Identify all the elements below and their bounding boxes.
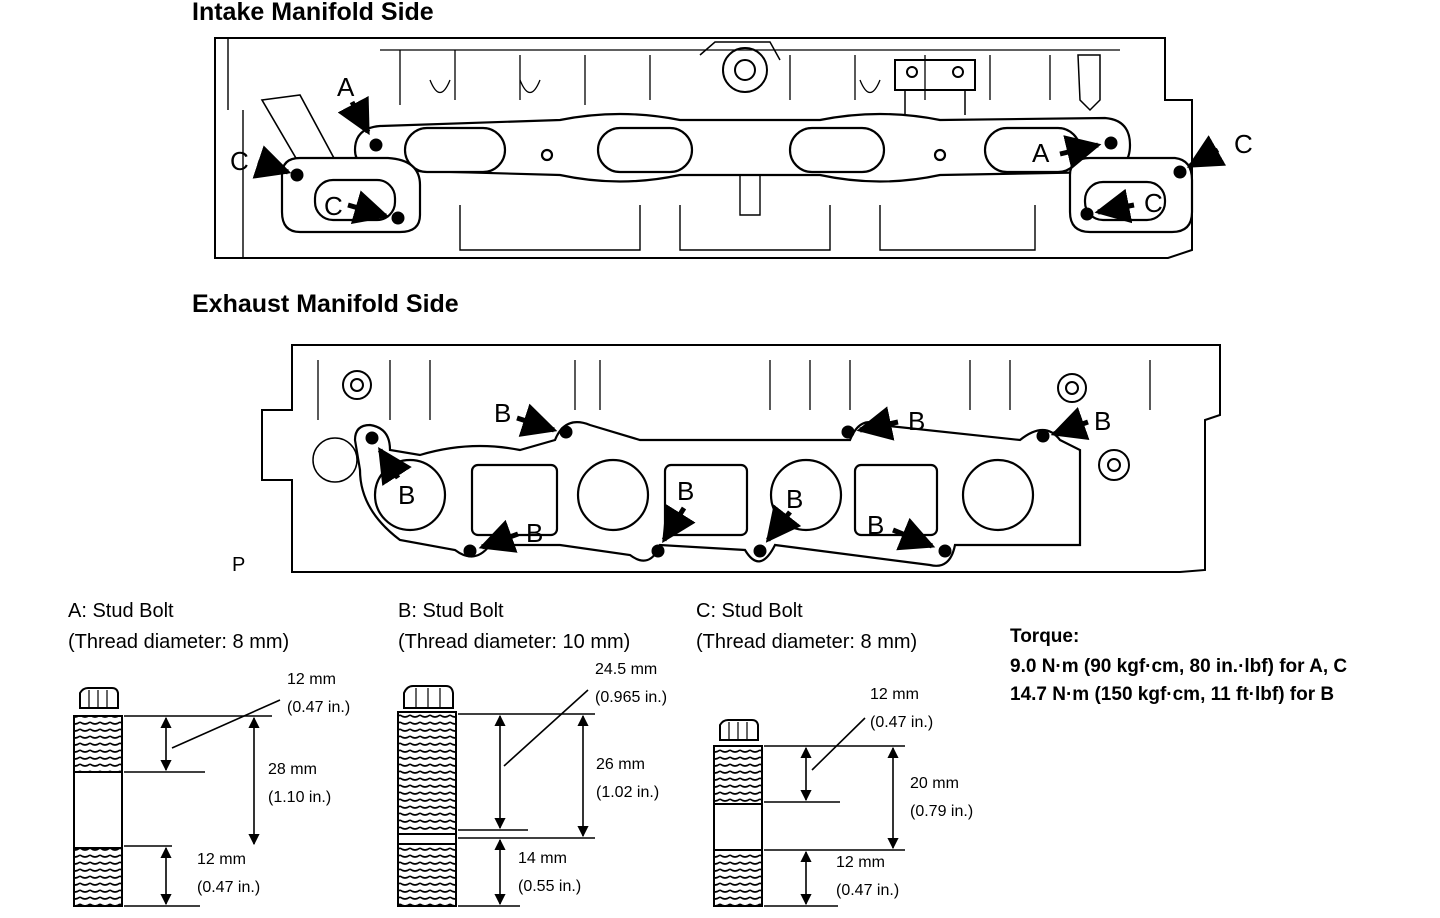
stud-c-spec: (Thread diameter: 8 mm): [696, 631, 918, 653]
stud-bolt-a-drawing: [73, 687, 123, 907]
callout-p: P: [232, 554, 246, 576]
callout-c-lower-left: C: [324, 191, 343, 221]
stud-b-top-mm: 24.5 mm: [595, 661, 658, 678]
stud-a-bottom-mm: 12 mm: [197, 851, 246, 868]
torque-label: Torque:: [1010, 626, 1080, 647]
stud-b-dot-6: [651, 544, 665, 558]
stud-b-dot-2: [559, 425, 573, 439]
stud-b-dot-7: [753, 544, 767, 558]
stud-b-dot-3: [841, 425, 855, 439]
callout-b-2: B: [494, 398, 512, 428]
callout-a-right: A: [1032, 138, 1050, 168]
stud-c-upper-right-dot: [1173, 165, 1187, 179]
stud-bolt-c-drawing: [713, 719, 763, 907]
stud-a-total-in: (1.10 in.): [268, 789, 332, 806]
stud-c-bottom-mm: 12 mm: [836, 854, 885, 871]
stud-a-title: A: Stud Bolt: [68, 600, 174, 622]
stud-a-top-mm: 12 mm: [287, 671, 336, 688]
callout-c-upper-left: C: [230, 146, 249, 176]
stud-a-top-in: (0.47 in.): [287, 699, 351, 716]
stud-a-spec: (Thread diameter: 8 mm): [68, 631, 290, 653]
exhaust-cylinder-head: [261, 344, 1221, 573]
exhaust-stud-markers: [365, 403, 1090, 558]
stud-b-dot-1: [365, 431, 379, 445]
stud-a-total-mm: 28 mm: [268, 761, 317, 778]
stud-c-top-in: (0.47 in.): [870, 714, 934, 731]
torque-spec-a-c: 9.0 N·m (90 kgf·cm, 80 in.·lbf) for A, C: [1010, 656, 1348, 677]
stud-b-dot-8: [938, 544, 952, 558]
stud-c-total-in: (0.79 in.): [910, 803, 974, 820]
stud-a-left-dot: [369, 138, 383, 152]
stud-c-lower-left-dot: [391, 211, 405, 225]
callout-c-lower-right: C: [1144, 188, 1163, 218]
callout-b-3: B: [908, 406, 926, 436]
callout-a-left: A: [337, 72, 355, 102]
stud-bolt-c-dimensions: [764, 717, 905, 907]
stud-b-dot-4: [1036, 429, 1050, 443]
intake-gasket: [280, 112, 1194, 234]
callout-b-7: B: [786, 484, 804, 514]
callout-b-1: B: [398, 480, 416, 510]
intake-cylinder-head: [214, 37, 1193, 259]
stud-b-top-in: (0.965 in.): [595, 689, 668, 706]
stud-bolt-b-drawing: [397, 685, 457, 907]
stud-b-bottom-mm: 14 mm: [518, 850, 567, 867]
stud-c-total-mm: 20 mm: [910, 775, 959, 792]
stud-bolt-a-dimensions: [124, 699, 281, 907]
stud-b-spec: (Thread diameter: 10 mm): [398, 631, 631, 653]
exhaust-side-heading: Exhaust Manifold Side: [192, 290, 459, 318]
torque-spec-b: 14.7 N·m (150 kgf·cm, 11 ft·lbf) for B: [1010, 684, 1335, 705]
stud-c-bottom-in: (0.47 in.): [836, 882, 900, 899]
intake-side-heading: Intake Manifold Side: [192, 0, 434, 26]
callout-b-8: B: [867, 510, 885, 540]
callout-b-4: B: [1094, 406, 1112, 436]
callout-c-upper-right: C: [1234, 129, 1253, 159]
stud-bolt-b-dimensions: [458, 689, 595, 907]
stud-a-bottom-in: (0.47 in.): [197, 879, 261, 896]
stud-c-upper-left-dot: [290, 168, 304, 182]
exhaust-gasket: [353, 421, 1082, 567]
stud-b-dot-5: [463, 544, 477, 558]
stud-b-total-in: (1.02 in.): [596, 784, 660, 801]
stud-c-top-mm: 12 mm: [870, 686, 919, 703]
callout-b-6: B: [677, 476, 695, 506]
stud-b-bottom-in: (0.55 in.): [518, 878, 582, 895]
stud-b-title: B: Stud Bolt: [398, 600, 504, 622]
stud-a-right-dot: [1104, 136, 1118, 150]
callout-b-5: B: [526, 518, 544, 548]
stud-b-total-mm: 26 mm: [596, 756, 645, 773]
intake-stud-markers: [252, 95, 1227, 225]
stud-c-lower-right-dot: [1080, 207, 1094, 221]
stud-c-title: C: Stud Bolt: [696, 600, 803, 622]
